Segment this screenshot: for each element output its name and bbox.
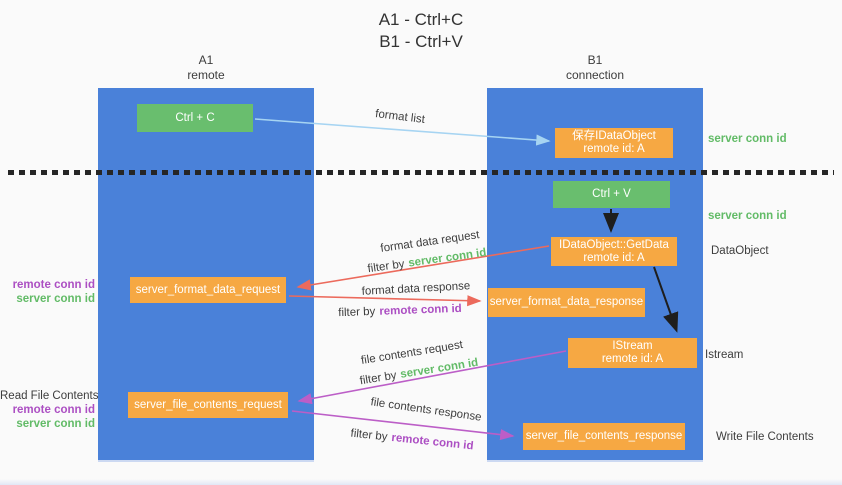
ctrl-v-label: Ctrl + V [592,188,631,200]
filter-by-text: filter by [358,369,398,388]
server-format-data-request-box: server_format_data_request [130,277,286,303]
istream-line1: IStream [612,340,653,352]
server-conn-id-highlight: server conn id [399,356,480,381]
file-contents-response-label: file contents response [370,396,482,423]
read-file-contents-label: Read File Contents [0,390,99,402]
ctrl-c-label: Ctrl + C [175,111,215,124]
istream-line2: remote id: A [601,353,664,365]
remote-conn-id-label-left-2: remote conn id [12,404,95,416]
server-conn-id-label-left-2: server conn id [16,418,95,430]
save-idataobject-box: 保存IDataObject remote id: A [555,128,673,158]
ctrl-v-box: Ctrl + V [553,181,670,208]
remote-conn-id-highlight: remote conn id [390,431,475,453]
getdata-line2: remote id: A [583,251,645,264]
server-file-contents-response-box: server_file_contents_response [523,423,685,450]
format-list-label: format list [375,108,426,126]
server-file-contents-request-label: server_file_contents_request [134,398,282,411]
istream-side-label: Istream [705,349,744,361]
lifeline-a1-header: A1 remote [98,53,314,83]
save-idataobject-line1: 保存IDataObject [572,130,656,142]
lifeline-a1-role: remote [187,68,225,82]
server-conn-id-label-left-1: server conn id [16,293,95,305]
server-file-contents-response-label: server_file_contents_response [525,430,683,442]
filter-by-text: filter by [338,305,376,320]
idataobject-getdata-box: IDataObject::GetData remote id: A [551,237,677,266]
dataobject-label: DataObject [711,245,769,257]
filter-by-text: filter by [349,427,389,444]
bottom-edge-fade [0,479,842,485]
title-line-2: B1 - Ctrl+V [379,32,463,51]
separator-dotted-line [8,170,834,175]
server-format-data-response-box: server_format_data_response [488,288,645,317]
server-format-data-request-label: server_format_data_request [135,283,281,296]
format-list-text: format list [374,108,426,126]
getdata-line1: IDataObject::GetData [559,238,669,251]
server-file-contents-request-box: server_file_contents_request [128,392,288,418]
file-contents-response-text: file contents response [369,396,483,424]
write-file-contents-label: Write File Contents [716,431,814,443]
lifeline-a1-name: A1 [198,53,214,67]
remote-conn-id-highlight: remote conn id [379,302,462,318]
istream-box: IStream remote id: A [568,338,697,368]
lifeline-b1-name: B1 [587,53,603,67]
lifeline-b1-role: connection [565,68,625,82]
server-format-data-response-label: server_format_data_response [489,296,644,308]
filter-by-text: filter by [366,258,406,276]
title-line-1: A1 - Ctrl+C [378,10,464,29]
ctrl-c-box: Ctrl + C [137,104,253,132]
format-data-response-text: format data response [361,280,471,298]
save-idataobject-line2: remote id: A [583,143,645,155]
diagram-title: A1 - Ctrl+C B1 - Ctrl+V [0,9,842,53]
format-data-response-arrow [288,295,482,307]
format-data-response-label: format data response [361,280,470,298]
remote-conn-id-label-left-1: remote conn id [12,279,95,291]
server-conn-id-label-mid-right: server conn id [708,210,787,222]
lifeline-b1-header: B1 connection [487,53,703,83]
server-conn-id-label-top-right: server conn id [708,133,787,145]
server-conn-id-highlight: server conn id [407,246,488,270]
